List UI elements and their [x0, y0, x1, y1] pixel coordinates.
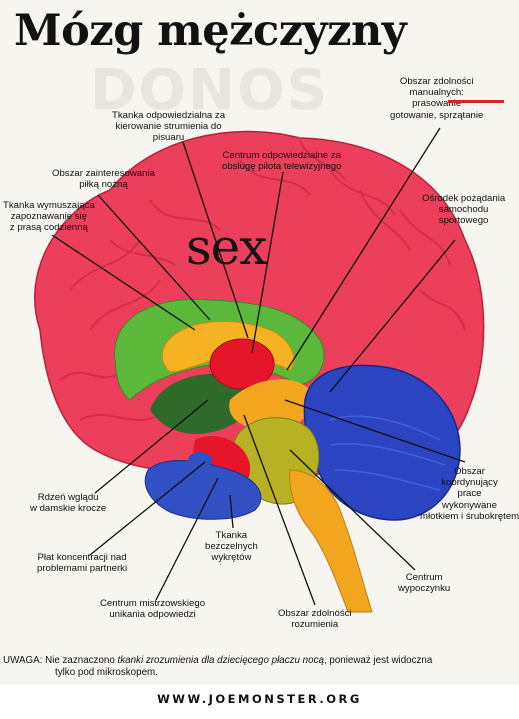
label-excuses: Tkanka bezczelnych wykrętów: [205, 530, 258, 564]
page-title: Mózg mężczyzny: [14, 6, 407, 56]
label-avoiding-answers: Centrum mistrzowskiego unikania odpowied…: [100, 598, 206, 621]
cerebellum-folds: [329, 415, 446, 491]
poster-page: DONOS: [0, 0, 519, 685]
label-partner-problems: Płat koncentracji nad problemami partner…: [37, 552, 128, 575]
small-blue-spot: [188, 452, 212, 468]
label-hammer-screwdriver: Obszar koordynujący prace wykonywane mło…: [420, 466, 519, 522]
brain-illustration: [34, 127, 485, 613]
label-newspaper: Tkanka wymuszająca zapoznawanie się z pr…: [3, 200, 95, 234]
spinal-column-region: [289, 469, 373, 613]
label-sports-car: Ośrodek pożądania samochodu sportowego: [422, 193, 506, 227]
label-football: Obszar zainteresowania piłką nożną: [52, 168, 155, 191]
label-gaze: Rdzeń wglądu w damskie krocze: [30, 492, 107, 515]
inner-dark-region: [150, 373, 251, 434]
label-urine-stream: Tkanka odpowiedzialna za kierowanie stru…: [112, 110, 226, 144]
background-watermark-text: DONOS: [90, 58, 329, 123]
pointer-lines: [51, 127, 466, 606]
label-rest: Centrum wypoczynku: [398, 572, 451, 595]
center-word: sex: [186, 218, 267, 276]
cerebellum-region: [303, 364, 461, 521]
site-url: WWW.JOEMONSTER.ORG: [157, 692, 362, 706]
label-remote-control: Centrum odpowiedzialne za obsługę pilota…: [222, 150, 342, 173]
orange-midbrain: [229, 379, 313, 430]
label-understanding: Obszar zdolności rozumienia: [278, 608, 352, 631]
footnote: UWAGA: Nie zaznaczono tkanki zrozumienia…: [3, 655, 433, 678]
highlight-marker: [448, 100, 504, 103]
label-manual-skills: Obszar zdolności manualnych: prasowanie …: [390, 76, 484, 121]
thalamus-region: [209, 338, 275, 390]
